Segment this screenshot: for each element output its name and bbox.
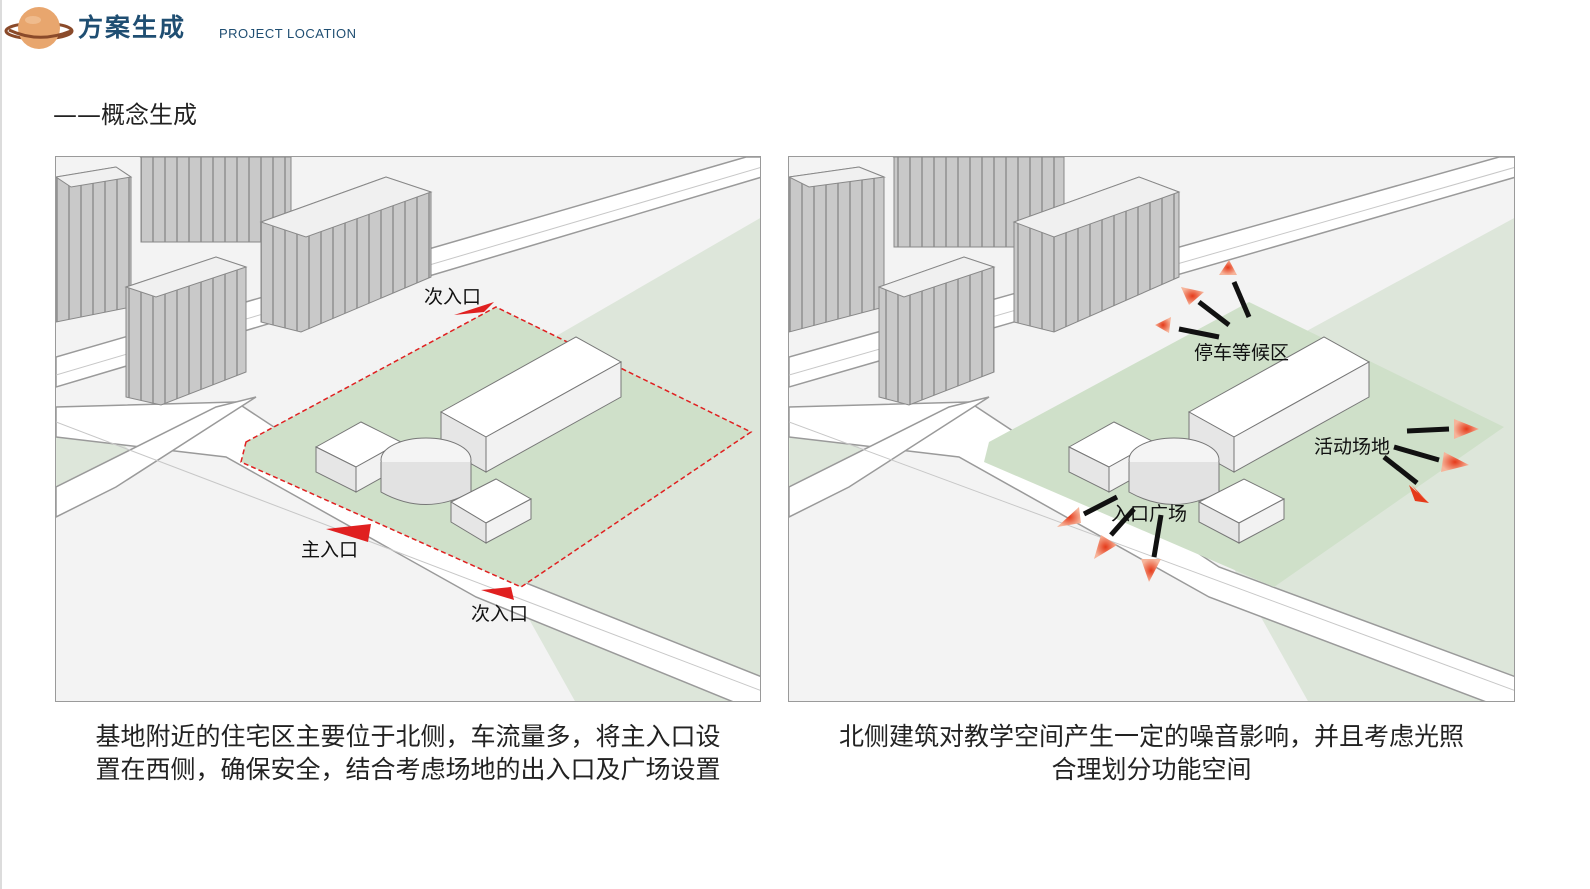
caption-line: 基地附近的住宅区主要位于北侧，车流量多，将主入口设 xyxy=(95,722,721,751)
residential-building xyxy=(56,166,133,323)
residential-building xyxy=(259,176,433,333)
secondary-entrance-north-arrow xyxy=(454,302,494,315)
residential-building xyxy=(789,166,886,333)
left-caption: 基地附近的住宅区主要位于北侧，车流量多，将主入口设 置在西侧，确保安全，结合考虑… xyxy=(55,720,761,786)
functional-zoning-map: 停车等候区 活动场地 入口广场 xyxy=(789,157,1514,701)
brand-subtitle: PROJECT LOCATION xyxy=(219,26,357,41)
caption-line: 北侧建筑对教学空间产生一定的噪音影响，并且考虑光照 xyxy=(838,722,1464,751)
right-caption: 北侧建筑对教学空间产生一定的噪音影响，并且考虑光照 合理划分功能空间 xyxy=(788,720,1515,786)
secondary-entrance-south-label: 次入口 xyxy=(471,603,528,625)
site-entrance-diagram: 次入口 主入口 次入口 xyxy=(55,156,761,702)
activity-field-indicators xyxy=(1382,419,1479,503)
secondary-entrance-south-arrow xyxy=(481,587,514,600)
school-building xyxy=(1067,336,1371,544)
section-title: ——概念生成 xyxy=(53,101,197,129)
road xyxy=(789,396,990,518)
site-entrance-map: 次入口 主入口 次入口 xyxy=(56,157,760,701)
main-entrance-label: 主入口 xyxy=(301,539,358,561)
activity-field-label: 活动场地 xyxy=(1314,436,1390,458)
road xyxy=(56,396,257,518)
residential-building xyxy=(1012,176,1181,333)
residential-building xyxy=(877,256,996,406)
functional-zoning-diagram: 停车等候区 活动场地 入口广场 xyxy=(788,156,1515,702)
caption-line: 合理划分功能空间 xyxy=(1051,755,1252,784)
page-left-border xyxy=(0,0,2,889)
entrance-plaza-label: 入口广场 xyxy=(1111,503,1187,525)
parking-waiting-zone-label: 停车等候区 xyxy=(1194,342,1289,364)
planet-logo-icon xyxy=(4,7,74,49)
secondary-entrance-north-label: 次入口 xyxy=(424,286,481,308)
main-entrance-arrow xyxy=(326,524,371,542)
entrance-plaza-indicators xyxy=(1057,494,1164,582)
parking-zone-indicators xyxy=(1155,260,1252,340)
site-boundary xyxy=(240,306,753,588)
brand-title: 方案生成 xyxy=(78,13,187,42)
school-building xyxy=(314,336,623,544)
caption-line: 置在西侧，确保安全，结合考虑场地的出入口及广场设置 xyxy=(95,755,721,784)
residential-building xyxy=(124,256,248,406)
